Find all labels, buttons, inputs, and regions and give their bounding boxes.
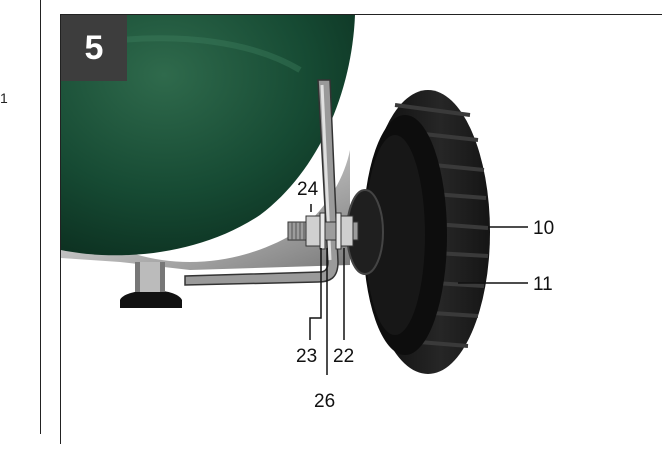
- callout-26: 26: [314, 391, 335, 412]
- left-margin-mark: 1: [0, 90, 8, 106]
- lock-nut: [305, 215, 321, 247]
- washer-outer: [319, 212, 326, 250]
- callout-22: 22: [333, 346, 354, 367]
- washer-inner: [335, 212, 342, 250]
- figure-number-badge: 5: [61, 15, 127, 81]
- callout-23: 23: [296, 346, 317, 367]
- tank-body: [61, 15, 355, 256]
- callout-10: 10: [533, 218, 554, 239]
- callout-leaders: [309, 204, 528, 375]
- callout-11: 11: [533, 274, 553, 295]
- rubber-foot: [120, 290, 182, 308]
- callout-24: 24: [297, 179, 319, 200]
- left-column-rule: [40, 0, 41, 434]
- spacer-nut: [340, 215, 354, 247]
